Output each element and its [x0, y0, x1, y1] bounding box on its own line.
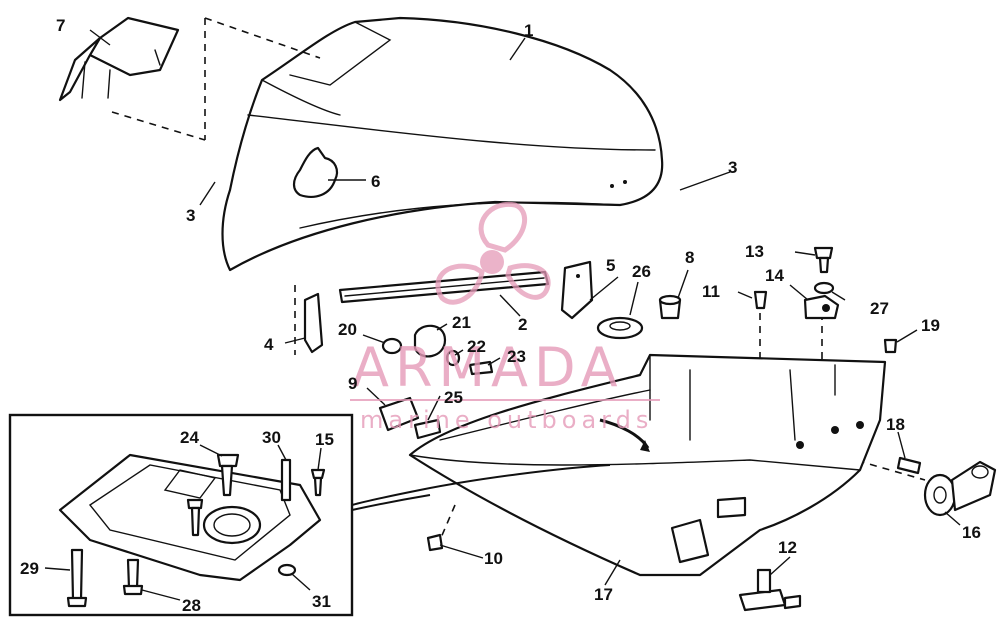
callout-labels: 1 2 3 3 4 5 6 7 8 9 10 11 12 13 14 15 16… [20, 16, 981, 615]
callout-5: 5 [606, 256, 615, 275]
watermark-tagline: marine outboards [360, 406, 653, 434]
callout-28: 28 [182, 596, 201, 615]
callout-6: 6 [371, 172, 380, 191]
leader-lines [44, 29, 961, 601]
pin-11 [753, 290, 768, 310]
screw-13 [813, 246, 834, 274]
callout-14: 14 [765, 266, 784, 285]
callout-26: 26 [632, 262, 651, 281]
latch-knob-25 [413, 418, 442, 440]
washer-20 [381, 337, 403, 355]
callout-2: 2 [518, 315, 527, 334]
washer-27 [813, 281, 835, 295]
callout-18: 18 [886, 415, 905, 434]
clip-21 [413, 324, 447, 358]
grommet-16 [923, 460, 997, 517]
callout-20: 20 [338, 320, 357, 339]
watermark-brand: ARMADA [352, 336, 624, 399]
bushing-8 [658, 294, 682, 320]
callout-8: 8 [685, 248, 694, 267]
latch-bracket-right [560, 260, 594, 320]
callout-9: 9 [348, 374, 357, 393]
callout-19: 19 [921, 316, 940, 335]
propeller-logo-icon [435, 201, 551, 305]
callout-11: 11 [702, 282, 720, 301]
inset-detail [8, 413, 611, 617]
callout-24: 24 [180, 428, 199, 447]
fuel-connector-12 [738, 568, 802, 612]
grommet-26 [596, 316, 644, 340]
callout-13: 13 [745, 242, 764, 261]
callout-31: 31 [312, 592, 331, 611]
clamp-block-14 [803, 294, 840, 320]
callout-29: 29 [20, 559, 39, 578]
clip-10 [426, 533, 444, 552]
callout-7: 7 [56, 16, 65, 35]
callout-16: 16 [962, 523, 981, 542]
callout-10: 10 [484, 549, 503, 568]
callout-22: 22 [467, 337, 486, 356]
callout-23: 23 [507, 347, 526, 366]
callout-4: 4 [264, 335, 274, 354]
callout-30: 30 [262, 428, 281, 447]
callout-27: 27 [870, 299, 889, 318]
engine-cover-upper [221, 16, 664, 272]
screw-19 [883, 338, 898, 354]
pin-18 [896, 456, 922, 475]
watermark: ARMADA marine outboards [350, 201, 660, 434]
callout-15: 15 [315, 430, 334, 449]
callout-25: 25 [444, 388, 463, 407]
latch-9 [378, 396, 420, 432]
callout-17: 17 [594, 585, 613, 604]
callout-21: 21 [452, 313, 471, 332]
callout-12: 12 [778, 538, 797, 557]
callout-3-left: 3 [186, 206, 195, 225]
cover-vent-lid [58, 16, 180, 102]
lower-cover-pan [408, 353, 887, 577]
callout-1: 1 [524, 21, 533, 40]
callout-3-right: 3 [728, 158, 737, 177]
bolt-23 [468, 360, 494, 376]
latch-bracket-left [303, 292, 324, 354]
